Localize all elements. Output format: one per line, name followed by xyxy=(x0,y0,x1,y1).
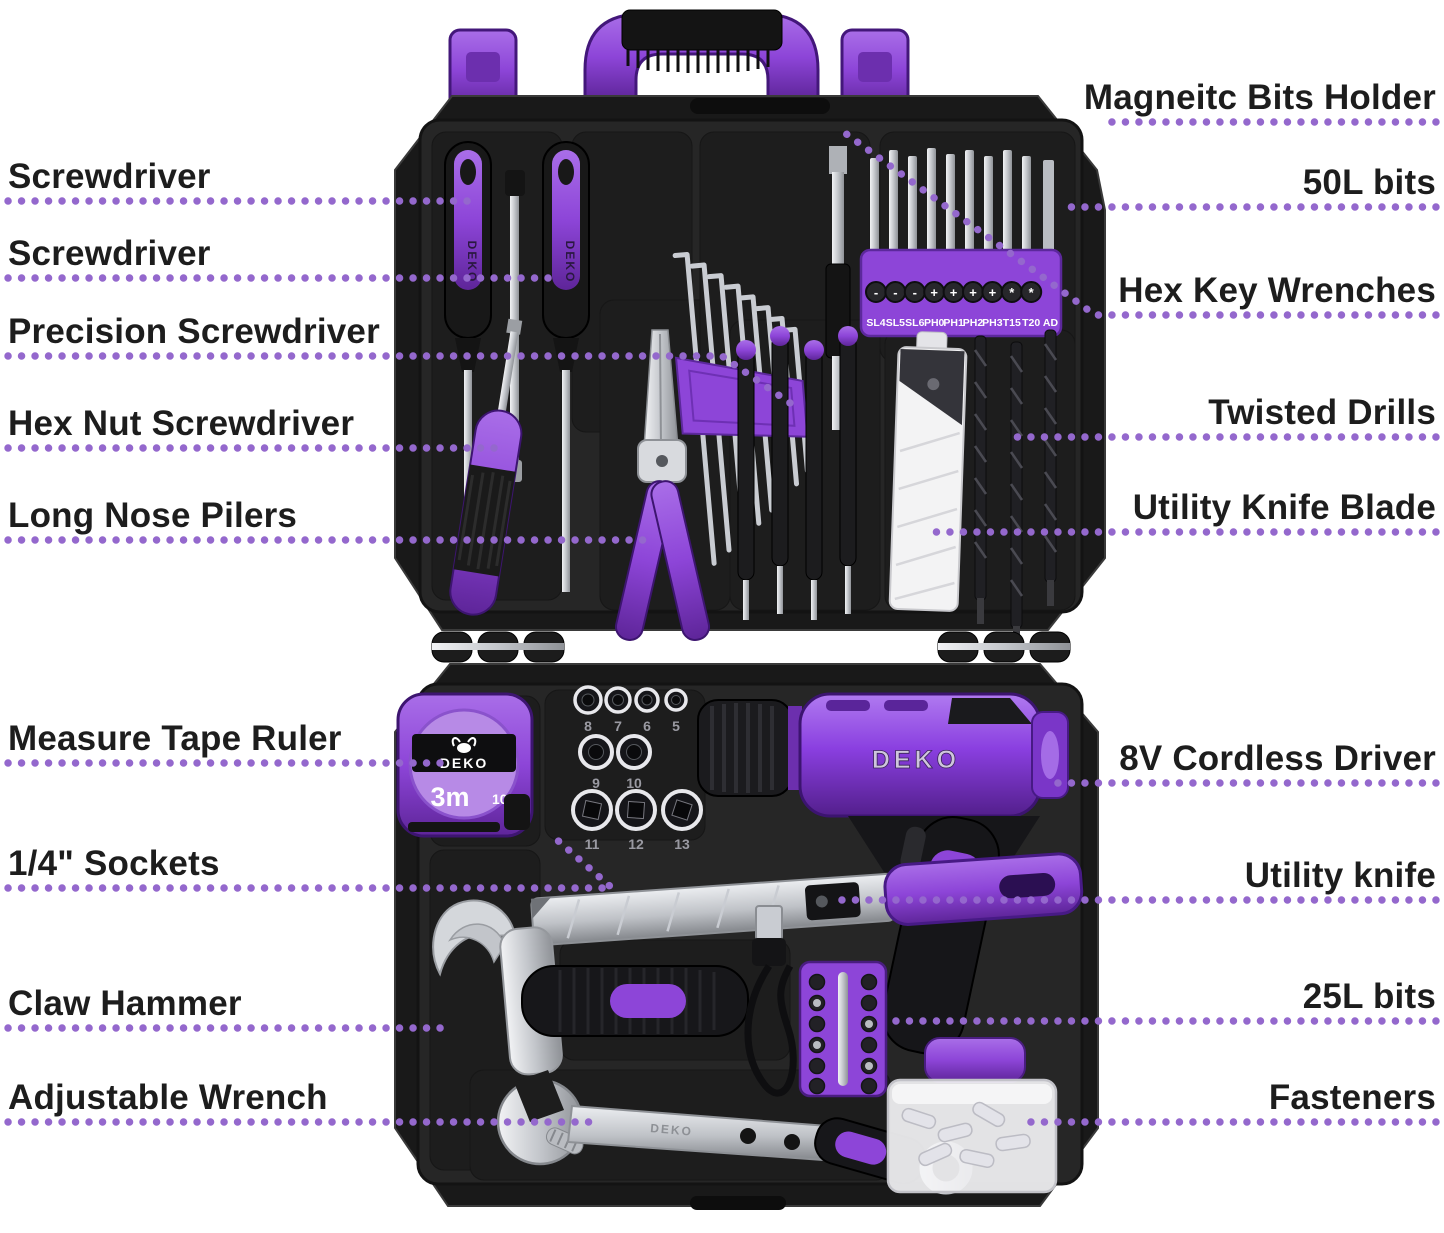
label-utility-knife-blade: Utility Knife Blade xyxy=(1132,488,1436,527)
svg-text:-: - xyxy=(874,285,878,300)
case-latch-left xyxy=(448,28,518,112)
svg-text:PH3: PH3 xyxy=(982,317,1003,329)
svg-text:11: 11 xyxy=(585,836,600,852)
svg-text:6: 6 xyxy=(643,718,651,734)
usb-cable xyxy=(744,905,797,1097)
quarter-inch-sockets: 8 7 6 5 9 10 11 12 13 xyxy=(571,685,703,852)
label-utility-knife: Utility knife xyxy=(1244,856,1436,895)
label-quarter-inch-sockets: 1/4" Sockets xyxy=(8,844,220,883)
svg-text:13: 13 xyxy=(674,836,690,852)
bits-50l: - - - + + + + * * SL4 SL5 SL6 PH0 PH1 PH… xyxy=(859,148,1063,338)
utility-knife xyxy=(530,852,1084,947)
svg-text:SL4: SL4 xyxy=(866,317,885,329)
case-handle xyxy=(583,9,820,102)
svg-text:-: - xyxy=(893,285,897,300)
label-adjustable-wrench: Adjustable Wrench xyxy=(8,1078,328,1117)
leader-hex-key-wrenches xyxy=(841,129,1440,319)
tape-length-m: 3m xyxy=(430,782,469,812)
label-claw-hammer: Claw Hammer xyxy=(8,984,242,1023)
label-long-nose-pilers: Long Nose Pilers xyxy=(8,496,298,535)
svg-text:+: + xyxy=(969,285,977,300)
screwdriver-2-brand: DEKO xyxy=(563,241,577,284)
svg-text:PH0: PH0 xyxy=(924,317,945,329)
tape-brand: DEKO xyxy=(440,755,488,771)
wrench-brand: DEKO xyxy=(650,1121,694,1139)
svg-text:7: 7 xyxy=(614,718,622,734)
bit-symbol-circles: - - - + + + + * * xyxy=(865,281,1043,303)
label-8v-cordless-driver: 8V Cordless Driver xyxy=(1119,739,1436,778)
svg-text:PH2: PH2 xyxy=(963,317,984,329)
label-precision-screwdriver: Precision Screwdriver xyxy=(8,312,380,351)
svg-text:AD: AD xyxy=(1043,317,1059,329)
svg-text:SL6: SL6 xyxy=(905,317,924,329)
svg-text:T20: T20 xyxy=(1022,317,1040,329)
label-screwdriver-1: Screwdriver xyxy=(8,157,211,196)
case-latch-right xyxy=(840,28,910,112)
driver-brand: DEKO xyxy=(872,746,960,774)
svg-text:SL5: SL5 xyxy=(886,317,905,329)
label-hex-key-wrenches: Hex Key Wrenches xyxy=(1118,271,1436,310)
svg-text:8: 8 xyxy=(584,718,592,734)
label-50l-bits: 50L bits xyxy=(1302,163,1436,202)
label-hex-nut-screwdriver: Hex Nut Screwdriver xyxy=(8,404,355,443)
label-measure-tape-ruler: Measure Tape Ruler xyxy=(8,719,342,758)
label-fasteners: Fasteners xyxy=(1268,1078,1436,1117)
svg-text:12: 12 xyxy=(628,836,644,852)
svg-text:+: + xyxy=(950,285,958,300)
utility-knife-blades xyxy=(888,331,968,612)
svg-text:*: * xyxy=(1009,285,1015,300)
label-25l-bits: 25L bits xyxy=(1302,977,1436,1016)
long-nose-pliers xyxy=(614,329,711,641)
svg-text:*: * xyxy=(1029,285,1035,300)
label-twisted-drills: Twisted Drills xyxy=(1208,393,1436,432)
label-screwdriver-2: Screwdriver xyxy=(8,234,211,273)
svg-text:PH1: PH1 xyxy=(943,317,964,329)
svg-text:+: + xyxy=(989,285,997,300)
svg-text:T15: T15 xyxy=(1003,317,1021,329)
claw-hammer: DEKO xyxy=(432,899,749,1076)
leader-quarter-inch-sockets xyxy=(4,834,622,892)
case-hinges xyxy=(431,631,1071,663)
svg-text:5: 5 xyxy=(672,718,680,734)
bits-25l xyxy=(798,960,888,1098)
leader-precision-screwdriver xyxy=(4,352,794,407)
label-magnetic-bits-holder: Magneitc Bits Holder xyxy=(1083,78,1436,117)
screwdriver-1-brand: DEKO xyxy=(465,241,479,284)
svg-text:-: - xyxy=(913,285,917,300)
svg-text:+: + xyxy=(930,285,938,300)
leader-lines xyxy=(4,118,1440,1126)
fasteners-box xyxy=(886,1078,1058,1194)
hex-nut-screwdriver xyxy=(449,318,523,616)
svg-text:9: 9 xyxy=(592,775,600,791)
measure-tape-ruler: DEKO 3m 10FT xyxy=(396,692,534,838)
bit-size-labels: SL4 SL5 SL6 PH0 PH1 PH2 PH3 T15 T20 AD xyxy=(866,317,1058,329)
svg-text:10: 10 xyxy=(626,775,642,791)
deko-bull-logo xyxy=(451,737,477,753)
screwdriver-2: DEKO xyxy=(542,141,590,592)
